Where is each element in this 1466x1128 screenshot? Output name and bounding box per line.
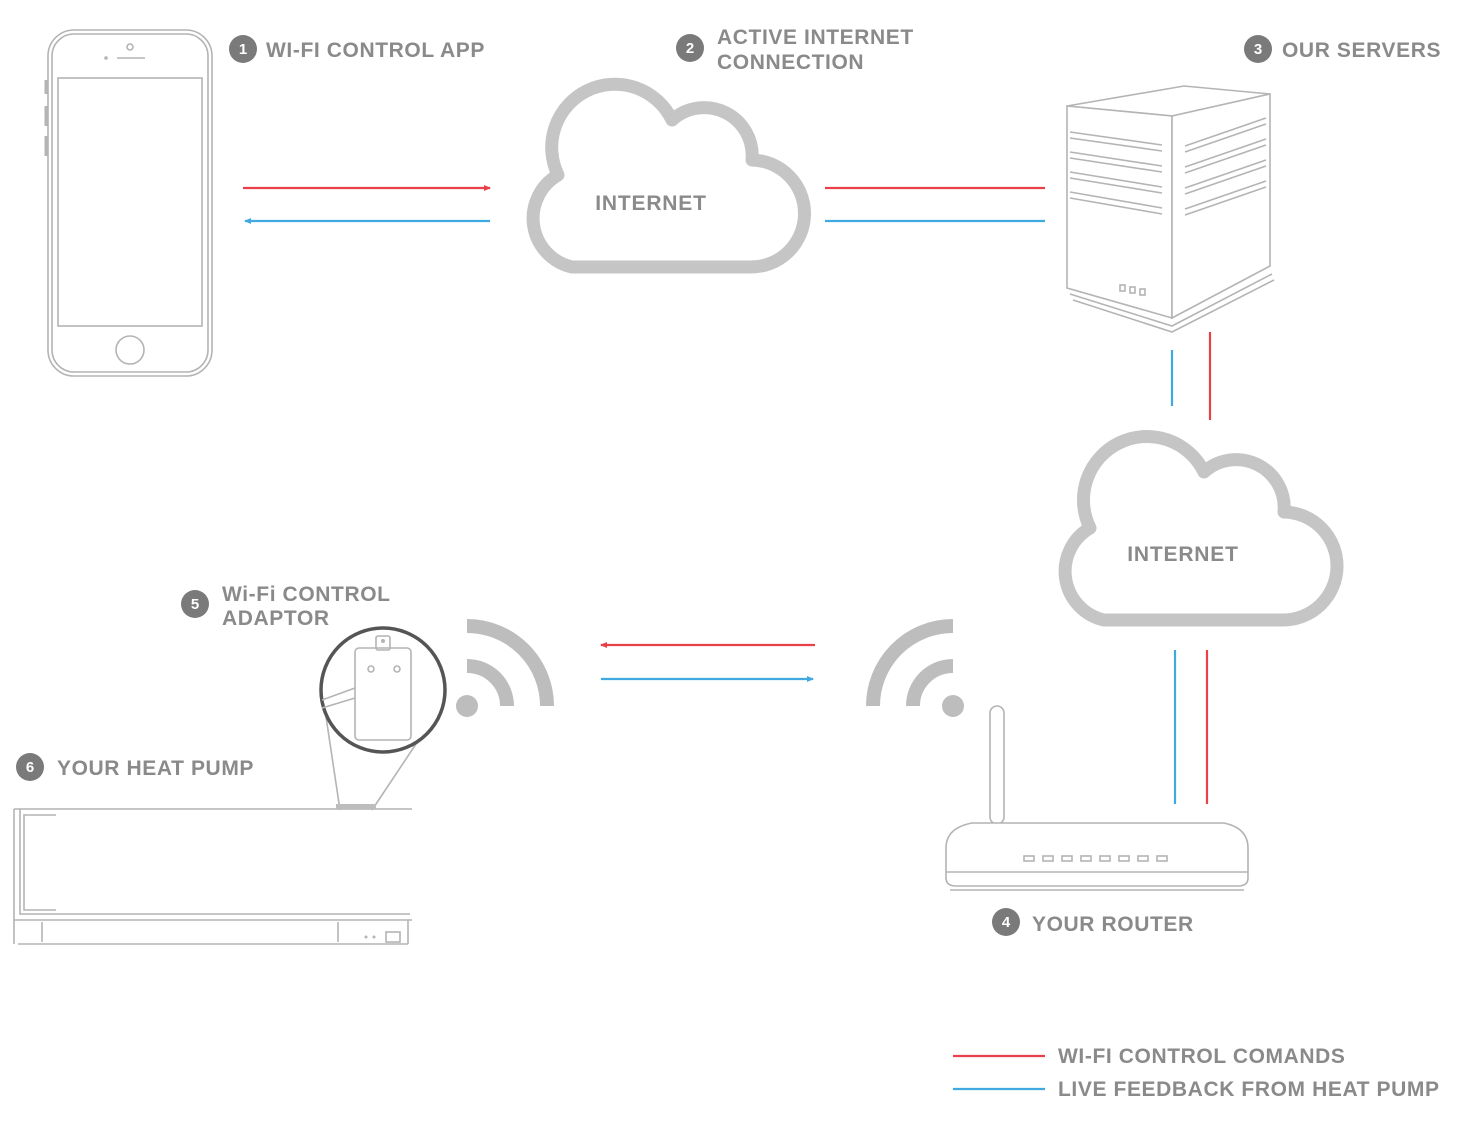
step-5-title-line1: Wi-Fi CONTROL: [222, 583, 391, 606]
step-1-badge: [229, 35, 257, 63]
wifi-adaptor-icon: [319, 626, 447, 811]
step-2-title-line1: ACTIVE INTERNET: [717, 26, 914, 49]
step-4-badge: [992, 908, 1020, 936]
legend: WI-FI CONTROL COMANDS LIVE FEEDBACK FROM…: [953, 1045, 1440, 1101]
wifi-signal-icon: [456, 619, 554, 717]
step-5-title-line2: ADAPTOR: [222, 607, 330, 630]
step-4-title: YOUR ROUTER: [1032, 913, 1194, 936]
heat-pump-icon: [13, 804, 412, 945]
step-5-number: 5: [191, 596, 199, 613]
step-5-badge: [181, 590, 209, 618]
step-2-title-line2: CONNECTION: [717, 51, 864, 74]
step-6-badge: [16, 753, 44, 781]
step-2-number: 2: [686, 40, 694, 57]
internet-cloud-label-2: INTERNET: [1127, 543, 1238, 566]
legend-commands-label: WI-FI CONTROL COMANDS: [1058, 1045, 1346, 1068]
cloud-icon: INTERNET: [526, 77, 811, 274]
step-1-label: 1 WI-FI CONTROL APP: [229, 35, 485, 63]
step-3-badge: [1244, 35, 1272, 63]
step-6-label: 6 YOUR HEAT PUMP: [16, 753, 254, 781]
step-3-number: 3: [1254, 41, 1262, 58]
step-6-number: 6: [26, 759, 34, 776]
step-2-label: 2 ACTIVE INTERNET CONNECTION: [676, 26, 914, 74]
step-4-number: 4: [1002, 914, 1011, 931]
internet-cloud-label-1: INTERNET: [595, 192, 706, 215]
server-icon: [1066, 85, 1275, 333]
step-3-title: OUR SERVERS: [1282, 39, 1441, 62]
router-icon: [945, 705, 1249, 891]
step-1-title: WI-FI CONTROL APP: [266, 39, 485, 62]
step-1-number: 1: [239, 41, 247, 58]
smartphone-icon: [44, 29, 213, 377]
step-3-label: 3 OUR SERVERS: [1244, 35, 1441, 63]
wifi-signal-icon: [866, 619, 964, 717]
step-5-label: 5 Wi-Fi CONTROL ADAPTOR: [181, 583, 391, 630]
legend-feedback-label: LIVE FEEDBACK FROM HEAT PUMP: [1058, 1078, 1440, 1101]
step-6-title: YOUR HEAT PUMP: [57, 757, 254, 780]
step-2-badge: [676, 34, 704, 62]
step-4-label: 4 YOUR ROUTER: [992, 908, 1194, 936]
cloud-icon: INTERNET: [1058, 430, 1344, 627]
